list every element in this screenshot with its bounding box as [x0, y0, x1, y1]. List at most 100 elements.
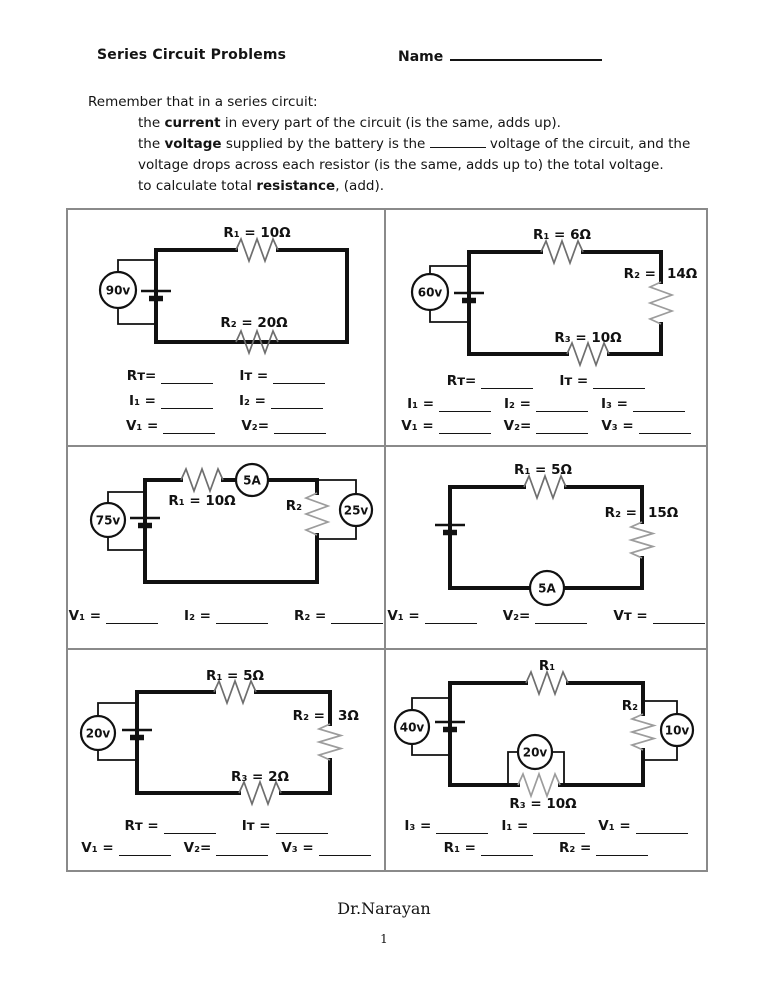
resistor-r1-label: R₁ = 5Ω — [514, 462, 572, 478]
resistor-r3-zigzag — [566, 340, 610, 368]
answer-item: Vᴛ = — [613, 608, 705, 624]
answer-blank — [273, 370, 326, 384]
intro-line-1: Remember that in a series circuit: — [88, 94, 318, 110]
answer-blank — [632, 398, 685, 412]
resistor-r2-zigzag — [235, 328, 279, 356]
answer-item: V₁ = — [126, 418, 216, 434]
answer-item: V₃ = — [601, 418, 691, 434]
problem-panel-4: 5A R₁ = 5Ω R₂ = 15Ω V₁ = V₂= Vᴛ = — [386, 447, 706, 650]
answer-item: V₂= — [503, 608, 588, 624]
answer-item: V₁ = — [81, 840, 171, 856]
intro-line-3: the voltage supplied by the battery is t… — [138, 136, 691, 152]
resistor-r2-value: 15Ω — [648, 505, 679, 521]
answer-item: I₂ = — [184, 608, 268, 624]
answer-item: I₂ = — [504, 396, 588, 412]
name-field: Name — [398, 47, 603, 65]
voltmeter-icon — [516, 733, 554, 771]
answer-blank — [439, 398, 492, 412]
voltmeter-reading: 10v — [665, 724, 690, 738]
problem-panel-5: 20v R₁ = 5Ω R₂ = 3Ω R₃ = 2Ω Rᴛ = Iᴛ = V₁… — [68, 650, 386, 870]
voltmeter-reading: 60v — [418, 286, 443, 300]
voltmeter-leads — [97, 702, 137, 761]
answer-item: V₁ = — [401, 418, 491, 434]
answer-row: V₁ = V₂= V₃ = — [386, 418, 706, 434]
voltmeter-icon — [338, 492, 374, 528]
resistor-r1-zigzag — [525, 669, 569, 697]
resistor-r2-zigzag — [647, 281, 675, 325]
answer-blank — [535, 610, 588, 624]
voltmeter-leads — [507, 751, 565, 785]
voltmeter-leads — [411, 697, 450, 756]
name-label: Name — [398, 49, 444, 65]
answer-blank — [161, 370, 214, 384]
answer-blank — [216, 842, 269, 856]
answer-blank — [161, 395, 213, 409]
resistor-r1-label: R₁ = 10Ω — [223, 225, 291, 241]
voltmeter-icon — [659, 712, 695, 748]
intro-line-4: voltage drops across each resistor (is t… — [138, 157, 664, 173]
voltmeter-leads — [107, 491, 145, 551]
resistor-r1-label: R₁ = 5Ω — [206, 668, 264, 684]
resistor-r2-label: R₂ — [622, 698, 638, 714]
resistor-r2-value: 3Ω — [338, 708, 359, 724]
problem-panel-2: 60v R₁ = 6Ω R₂ = 14Ω R₃ = 10Ω Rᴛ= Iᴛ = I… — [386, 210, 706, 447]
answer-blank — [216, 610, 268, 624]
answer-row: V₁ = I₂ = R₂ = — [68, 608, 384, 624]
voltmeter-reading: 40v — [400, 721, 425, 735]
answer-item: R₁ = — [444, 840, 533, 856]
answer-row: Rᴛ= Iᴛ = — [386, 373, 706, 389]
answer-item: V₂= — [241, 418, 327, 434]
resistor-r2-label: R₂ = — [624, 266, 656, 282]
answer-blank — [436, 820, 489, 834]
resistor-r3-label: R₃ = 10Ω — [554, 330, 622, 346]
voltmeter-reading: 20v — [523, 746, 548, 760]
voltmeter-reading: 20v — [86, 727, 111, 741]
answer-item: V₃ = — [281, 840, 371, 856]
answer-item: Rᴛ = — [124, 818, 216, 834]
voltmeter-leads — [117, 259, 156, 325]
circuit-diagram-5: 20v R₁ = 5Ω R₂ = 3Ω R₃ = 2Ω — [79, 668, 359, 807]
answer-blank — [118, 842, 171, 856]
answer-blank — [270, 395, 323, 409]
answer-row: R₁ = R₂ = — [386, 840, 706, 856]
fill-in-blank — [429, 136, 486, 148]
page-number: 1 — [380, 932, 388, 946]
answer-blank — [318, 842, 371, 856]
answer-item: Rᴛ= — [127, 368, 214, 384]
resistor-r1-zigzag — [180, 466, 224, 494]
circuit-diagram-6: 40v 10v 20v R₁ R₂ R₃ = 10Ω — [393, 658, 695, 812]
answer-row: I₁ = I₂ = I₃ = — [386, 396, 706, 412]
problem-panel-3: 75v 5A 25v R₁ = 10Ω R₂ V₁ = I₂ = R₂ = — [68, 447, 386, 650]
resistor-r2-label: R₂ = — [605, 505, 637, 521]
ammeter-reading: 5A — [243, 474, 261, 488]
resistor-r1-label: R₁ = 10Ω — [168, 493, 236, 509]
answer-item: R₂ = — [294, 608, 384, 624]
circuit-diagram-3: 75v 5A 25v R₁ = 10Ω R₂ — [89, 462, 374, 584]
resistor-r2-label: R₂ — [286, 498, 302, 514]
answer-item: I₃ = — [601, 396, 685, 412]
circuit-wire — [448, 485, 644, 590]
circuit-wire — [448, 681, 645, 787]
resistor-r1-label: R₁ — [539, 658, 555, 674]
voltmeter-icon — [410, 272, 450, 312]
answer-item: Iᴛ = — [242, 818, 328, 834]
answer-blank — [163, 420, 216, 434]
answer-blank — [536, 420, 589, 434]
resistor-r2-zigzag — [629, 713, 657, 751]
voltmeter-icon — [393, 708, 431, 746]
resistor-r2-zigzag — [628, 521, 656, 559]
ammeter-reading: 5A — [538, 582, 556, 596]
voltmeter-icon — [89, 501, 127, 539]
circuit-wire — [135, 690, 332, 795]
answer-blank — [275, 820, 328, 834]
answer-blank — [274, 420, 327, 434]
answer-row: I₁ = I₂ = — [68, 393, 384, 409]
voltmeter-reading: 90v — [106, 284, 131, 298]
resistor-r3-zigzag — [517, 771, 561, 799]
resistor-r3-label: R₃ = 2Ω — [231, 769, 289, 785]
answer-blank — [635, 820, 688, 834]
answer-blank — [331, 610, 384, 624]
voltmeter-leads — [317, 479, 357, 540]
answer-blank — [438, 420, 491, 434]
voltmeter-reading: 75v — [96, 514, 121, 528]
